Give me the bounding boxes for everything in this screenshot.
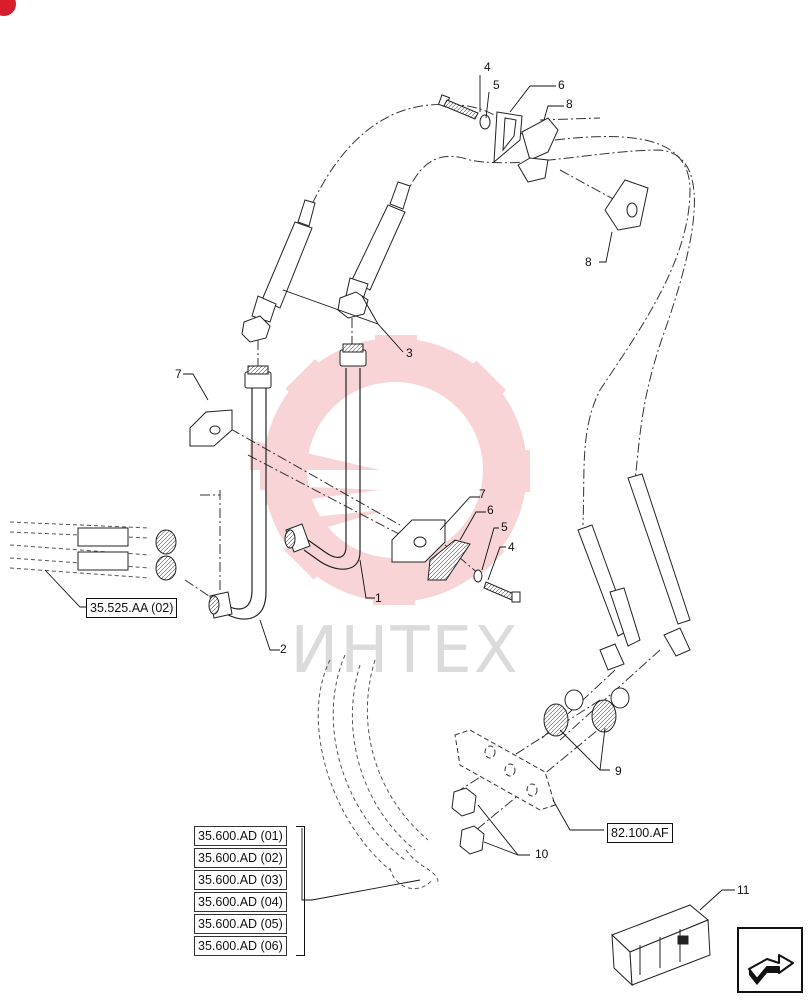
ref-82-100-af[interactable]: 82.100.AF [607, 823, 673, 843]
steel-pipe-1 [303, 368, 361, 570]
nuts-10 [451, 787, 485, 855]
callout-11: 11 [737, 883, 750, 897]
next-page-arrow-icon [748, 954, 794, 985]
clamp-lower-assembly [391, 519, 521, 603]
callout-7-lower: 7 [479, 487, 486, 501]
adapter-fittings-9 [543, 687, 630, 737]
hose-fitting-left [241, 199, 316, 343]
clamp-left-7 [189, 409, 233, 447]
ref-35-600-ad-01[interactable]: 35.600.AD (01) [194, 826, 287, 846]
callout-8-side: 8 [585, 255, 592, 269]
callout-2: 2 [280, 642, 287, 656]
pipe-2-fittings [208, 365, 272, 619]
watermark-text: ИНТЕХ [290, 614, 519, 688]
corner-badge-icon [0, 0, 16, 16]
watermark-gear-icon [250, 335, 530, 605]
ref-35-600-ad-02[interactable]: 35.600.AD (02) [194, 848, 287, 868]
hose-right-assemblies [577, 473, 691, 671]
ref-35-525-aa[interactable]: 35.525.AA (02) [86, 598, 178, 618]
next-page-button[interactable] [737, 927, 803, 993]
callout-6-lower: 6 [487, 503, 494, 517]
callout-5-top: 5 [493, 78, 500, 92]
callout-10: 10 [535, 847, 549, 861]
ref-group-bracket [296, 826, 305, 956]
ref-35-600-ad-06[interactable]: 35.600.AD (06) [194, 936, 287, 956]
leader-lines [44, 75, 735, 911]
ref-35-600-ad-05[interactable]: 35.600.AD (05) [194, 914, 287, 934]
callout-4-lower: 4 [508, 540, 515, 554]
bulkhead-plate [454, 729, 556, 811]
clamp-half-8 [604, 179, 649, 231]
ref-35-600-ad-04[interactable]: 35.600.AD (04) [194, 892, 287, 912]
hoses-lower-dashed [317, 654, 439, 889]
hose-fitting-right [337, 181, 411, 319]
callout-5-lower: 5 [501, 520, 508, 534]
callout-4-top: 4 [484, 60, 491, 74]
callout-9: 9 [615, 764, 622, 778]
callout-3: 3 [406, 346, 413, 360]
bolt-upper [437, 94, 559, 183]
ref-35-600-ad-03[interactable]: 35.600.AD (03) [194, 870, 287, 890]
callout-1: 1 [375, 591, 382, 605]
callout-7-left: 7 [175, 367, 182, 381]
callout-6-top: 6 [558, 78, 565, 92]
crate-kit-icon [611, 904, 711, 987]
hose-ends-left [77, 527, 177, 581]
callout-8-top: 8 [566, 97, 573, 111]
steel-pipe-2 [225, 388, 267, 620]
pipe-1-fittings [284, 343, 367, 553]
